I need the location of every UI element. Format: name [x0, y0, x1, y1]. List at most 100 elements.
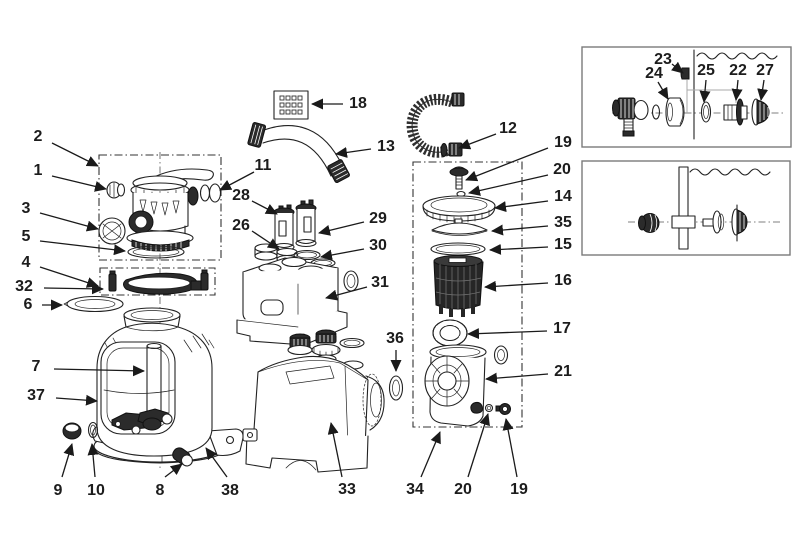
- lateral-assembly-drawing: [111, 408, 173, 435]
- callout-22: 22: [729, 62, 747, 79]
- callout-10: 10: [87, 482, 105, 499]
- callout-arrow-5: [39, 240, 126, 256]
- callout-38: 38: [221, 482, 239, 499]
- callout-arrow-7: [53, 365, 145, 377]
- callout-arrow-34: [420, 431, 441, 478]
- callout-17: 17: [553, 320, 571, 337]
- callout-4: 4: [21, 254, 31, 271]
- pump-strainer-assembly-box: [412, 161, 523, 428]
- callout-arrow-32: [43, 283, 104, 295]
- callout-14: 14: [554, 188, 572, 205]
- filter-tank-drawing: [96, 307, 215, 457]
- callout-26: 26: [232, 217, 250, 234]
- inset-coupling-24-drawing: [665, 97, 685, 127]
- callout-35: 35: [554, 214, 572, 231]
- callout-arrow-16: [484, 280, 549, 292]
- callout-arrow-23: [671, 61, 684, 74]
- callout-7: 7: [31, 358, 41, 375]
- tank-gasket-drawing: [63, 295, 124, 313]
- callout-arrow-28: [251, 200, 278, 215]
- hose-13-drawing: [247, 122, 350, 184]
- callout-arrow-15: [489, 243, 549, 255]
- callout-13: 13: [377, 138, 395, 155]
- callout-arrow-10: [87, 443, 99, 478]
- wall-flange-drawing: [702, 210, 725, 234]
- callout-arrow-27: [757, 79, 769, 101]
- callout-20: 20: [553, 161, 571, 178]
- valve-oring-5: [127, 245, 185, 259]
- manifold-31-drawing: [236, 256, 359, 346]
- callout-arrow-14: [494, 200, 549, 213]
- air-release-stem-19-drawing: [449, 166, 469, 190]
- multiport-valve-drawing: [98, 168, 222, 259]
- valve-assembly-box: [98, 154, 222, 261]
- callout-arrow-4: [39, 266, 99, 288]
- callout-18: 18: [349, 95, 367, 112]
- callout-arrow-26: [251, 230, 280, 250]
- callout-21: 21: [554, 363, 572, 380]
- inset-strainer-27-drawing: [751, 98, 770, 126]
- wall-fitting-inset-box: [581, 160, 791, 256]
- callout-1: 1: [33, 162, 43, 179]
- callout-2: 2: [33, 128, 43, 145]
- drain-oring-drawing: [87, 421, 99, 439]
- callout-25: 25: [697, 62, 715, 79]
- callout-32: 32: [15, 278, 33, 295]
- dot-panel-drawing: [273, 90, 309, 120]
- flange-clamp-drawing: [108, 269, 209, 295]
- callout-28: 28: [232, 187, 250, 204]
- callout-arrow-9: [61, 443, 75, 478]
- callout-arrow-8: [164, 463, 183, 478]
- strainer-basket-16-drawing: [433, 255, 484, 317]
- pump-strainer-housing-21-drawing: [424, 344, 509, 427]
- callout-arrow-2: [51, 142, 99, 167]
- inset-gasket-25-drawing: [700, 101, 712, 123]
- clamp-bolt-right: [200, 269, 209, 291]
- callout-27: 27: [756, 62, 774, 79]
- callout-arrow-22: [731, 79, 743, 101]
- callout-arrow-35: [491, 224, 549, 236]
- valve-cap-1: [106, 181, 126, 199]
- callout-31: 31: [371, 274, 389, 291]
- lid-oring-15-drawing: [430, 242, 486, 256]
- callout-arrow-3: [39, 212, 99, 232]
- wall-fitting-inset-drawing: [628, 166, 780, 250]
- callout-6: 6: [23, 296, 33, 313]
- callout-arrow-21: [485, 372, 549, 384]
- callout-arrow-37: [55, 394, 98, 406]
- pump-housing-33-drawing: [242, 329, 385, 473]
- pump-coupling-left: [287, 333, 313, 356]
- hose-12-drawing: [406, 92, 465, 158]
- callout-arrow-19: [502, 418, 518, 478]
- inlet-fitting-inset-box: [581, 46, 792, 148]
- drain-oring-20b-drawing: [484, 403, 494, 413]
- callout-arrows: [39, 61, 769, 478]
- callout-16: 16: [554, 272, 572, 289]
- callout-arrow-38: [205, 447, 228, 478]
- callout-5: 5: [21, 228, 31, 245]
- callout-19: 19: [554, 134, 572, 151]
- callout-34: 34: [406, 481, 424, 498]
- air-valve-29-drawing: [295, 199, 317, 248]
- callout-36: 36: [386, 330, 404, 347]
- callout-arrow-20: [467, 413, 490, 478]
- oring-36-drawing: [388, 375, 404, 401]
- valve-cap-3: [98, 217, 126, 245]
- callout-37: 37: [27, 387, 45, 404]
- wall-strainer-drawing: [731, 204, 748, 242]
- inset-valve-drawing: [612, 97, 649, 137]
- callout-3: 3: [21, 200, 31, 217]
- strainer-cover-35-drawing: [431, 218, 488, 236]
- callout-8: 8: [155, 482, 165, 499]
- clamp-assembly-box: [99, 267, 216, 296]
- callout-arrow-24: [657, 81, 669, 100]
- inset-clip-23-drawing: [680, 67, 690, 80]
- callout-15: 15: [554, 236, 572, 253]
- drain-plug-19b-drawing: [495, 403, 511, 415]
- callout-29: 29: [369, 210, 387, 227]
- callout-23: 23: [654, 51, 672, 68]
- callout-11: 11: [254, 157, 272, 174]
- callout-9: 9: [53, 482, 63, 499]
- callout-20: 20: [454, 481, 472, 498]
